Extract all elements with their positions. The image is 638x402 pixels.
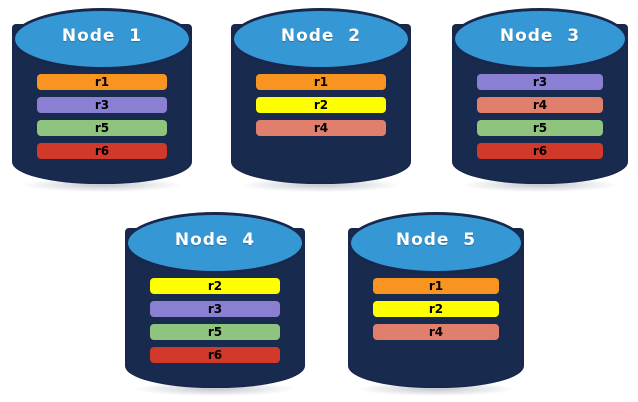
node-label: Node 2 (280, 26, 362, 46)
replica-bar[interactable]: r4 (256, 120, 386, 136)
node-label: Node 5 (395, 230, 477, 250)
replica-bar[interactable]: r3 (37, 97, 167, 113)
node-label: Node 1 (61, 26, 143, 46)
replica-bar[interactable]: r2 (150, 278, 280, 294)
cylinder-top-ellipse (12, 8, 192, 70)
cylinder-top-ellipse (348, 212, 524, 274)
replica-bar[interactable]: r5 (150, 324, 280, 340)
replica-bar[interactable]: r2 (372, 301, 500, 317)
database-node-3[interactable]: Node 3 r3 r4 r5 r6 (452, 8, 628, 192)
cylinder-top-ellipse (125, 212, 305, 274)
database-node-5[interactable]: Node 5 r1 r2 r4 (348, 212, 524, 396)
database-node-2[interactable]: Node 2 r1 r2 r4 (231, 8, 411, 192)
cylinder-top-ellipse (452, 8, 628, 70)
node-label: Node 3 (499, 26, 581, 46)
replica-bar[interactable]: r5 (37, 120, 167, 136)
replica-bar[interactable]: r2 (256, 97, 386, 113)
replica-bar[interactable]: r3 (150, 301, 280, 317)
replica-bar[interactable]: r1 (37, 74, 167, 90)
replica-list: r2 r3 r5 r6 (150, 278, 280, 363)
replica-list: r1 r2 r4 (372, 278, 500, 340)
replica-bar[interactable]: r1 (256, 74, 386, 90)
cylinder-top-ellipse (231, 8, 411, 70)
replica-list: r1 r3 r5 r6 (37, 74, 167, 159)
database-node-4[interactable]: Node 4 r2 r3 r5 r6 (125, 212, 305, 396)
replica-bar[interactable]: r6 (150, 347, 280, 363)
replica-bar[interactable]: r4 (476, 97, 604, 113)
replica-bar[interactable]: r6 (476, 143, 604, 159)
replica-bar[interactable]: r3 (476, 74, 604, 90)
database-node-1[interactable]: Node 1 r1 r3 r5 r6 (12, 8, 192, 192)
replica-list: r1 r2 r4 (256, 74, 386, 136)
replica-bar[interactable]: r4 (372, 324, 500, 340)
replica-bar[interactable]: r6 (37, 143, 167, 159)
node-label: Node 4 (174, 230, 256, 250)
replica-bar[interactable]: r5 (476, 120, 604, 136)
replica-list: r3 r4 r5 r6 (476, 74, 604, 159)
replica-bar[interactable]: r1 (372, 278, 500, 294)
